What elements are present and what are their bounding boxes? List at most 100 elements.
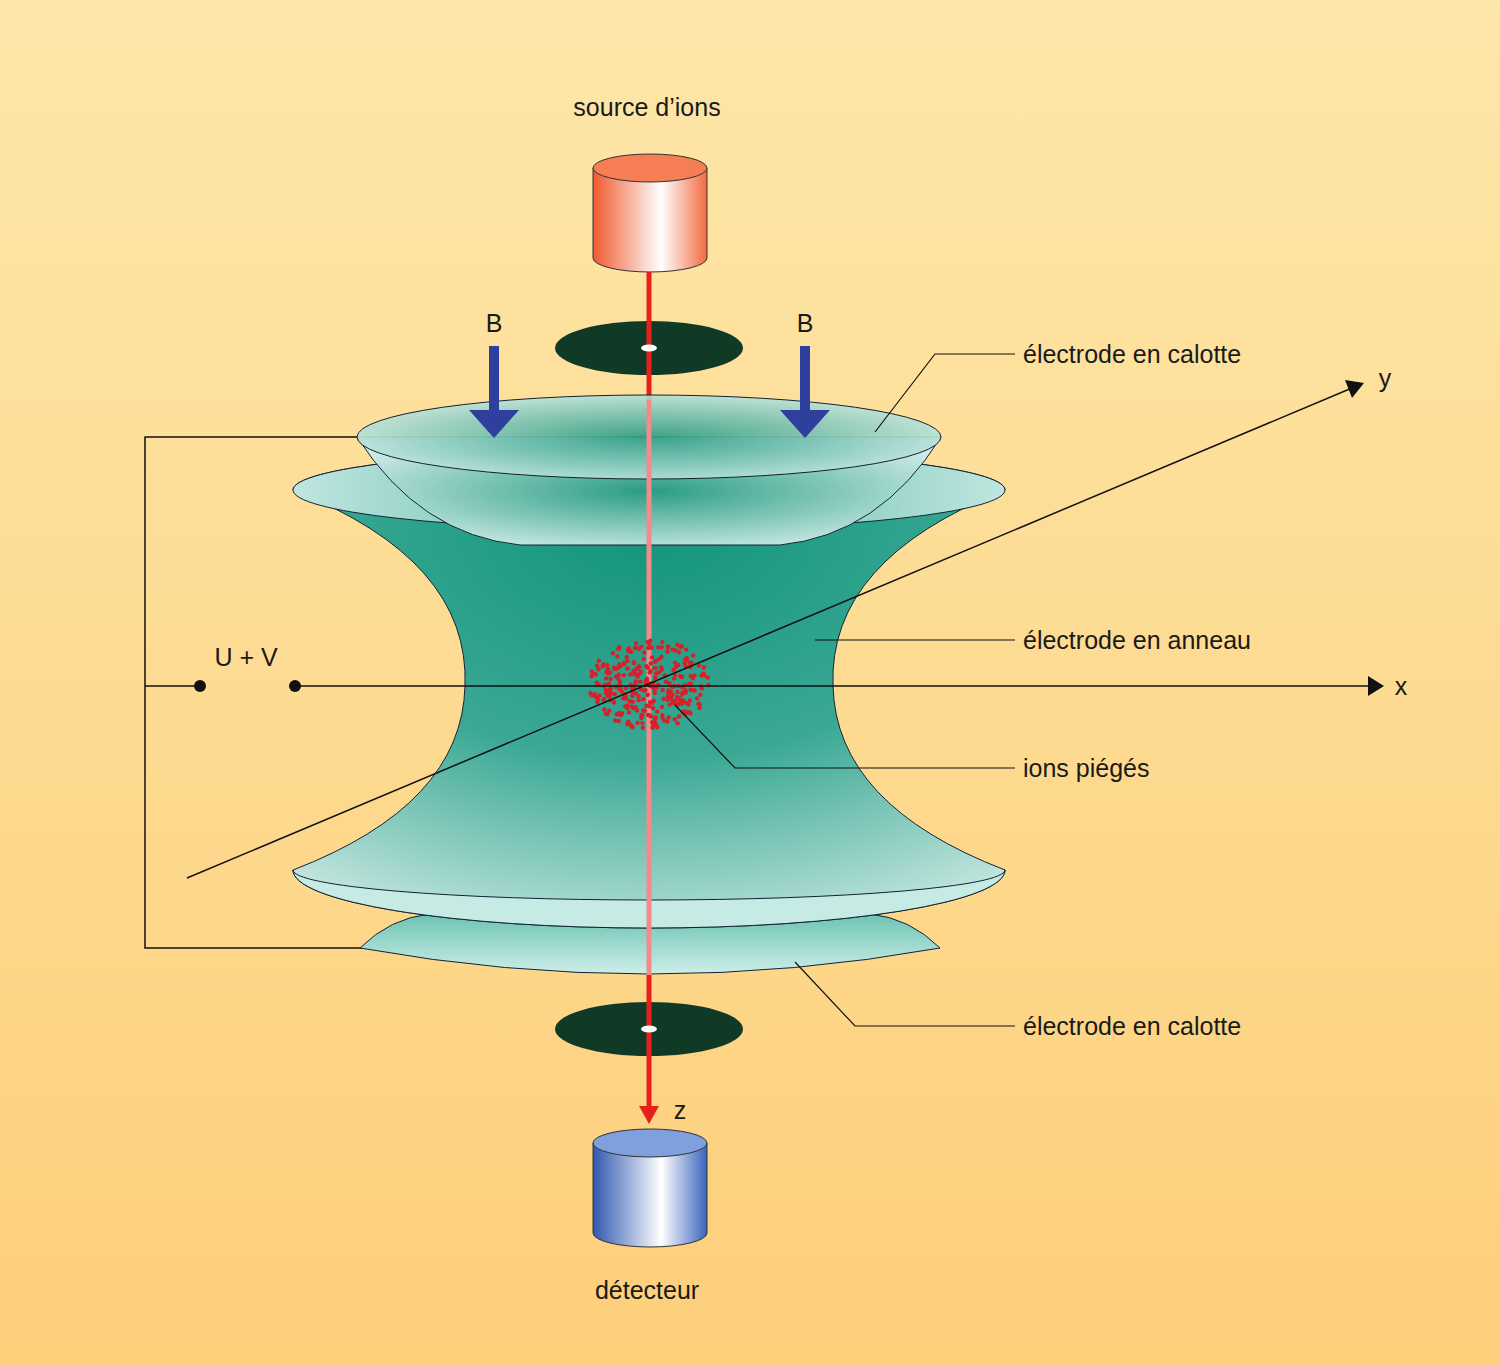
ion-dot (678, 645, 682, 649)
arrow-head (780, 410, 830, 438)
ion-dot (622, 661, 626, 665)
ion-dot (670, 694, 674, 698)
ion-dot (633, 646, 637, 650)
ion-dot (629, 704, 633, 708)
ion-dot (691, 653, 695, 657)
ion-dot (613, 692, 617, 696)
ion-dot (675, 690, 679, 694)
source-top (593, 154, 707, 182)
ion-dot (673, 660, 677, 664)
part-label: électrode en calotte (1023, 1012, 1241, 1041)
ion-dot (617, 673, 621, 677)
ion-dot (588, 691, 592, 695)
ion-dot (654, 666, 658, 670)
part-label: ions piégés (1023, 754, 1149, 783)
ion-dot (649, 661, 653, 665)
ion-dot (604, 676, 608, 680)
wire (145, 685, 200, 687)
ion-dot (655, 725, 659, 729)
ion-dot (653, 715, 657, 719)
part-label: électrode en anneau (1023, 626, 1251, 655)
ion-beam (647, 975, 652, 1108)
ion-dot (660, 716, 664, 720)
ion-dot (672, 676, 676, 680)
diaphragm-hole (641, 1026, 657, 1033)
ion-dot (666, 688, 670, 692)
detector (593, 1129, 707, 1247)
ion-dot (589, 674, 593, 678)
ion-dot (660, 640, 664, 644)
ion-dot (665, 649, 669, 653)
ion-dot (646, 693, 650, 697)
ion-dot (618, 679, 622, 683)
ion-dot (617, 687, 621, 691)
arrow-shaft (800, 346, 810, 412)
ion-dot (697, 706, 701, 710)
ion-dot (684, 647, 688, 651)
ion-dot (677, 714, 681, 718)
ion-dot (625, 655, 629, 659)
ion-dot (606, 671, 610, 675)
ion-dot (646, 640, 650, 644)
beam-arrowhead (639, 1106, 659, 1124)
ion-dot (630, 725, 634, 729)
ion-dot (683, 657, 687, 661)
ion-dot (653, 689, 657, 693)
ion-dot (625, 722, 629, 726)
ion-dot (686, 702, 690, 706)
ion-beam (647, 272, 652, 400)
ion-dot (595, 700, 599, 704)
detector-body (593, 1143, 707, 1247)
ion-dot (661, 697, 665, 701)
ion-dot (640, 713, 644, 717)
ion-dot (622, 673, 626, 677)
ion-dot (638, 680, 642, 684)
axis-label: y (1379, 364, 1392, 393)
diaphragm-hole (641, 345, 657, 352)
ion-dot (673, 648, 677, 652)
part-label: électrode en calotte (1023, 340, 1241, 369)
ion-dot (666, 644, 670, 648)
ion-dot (634, 679, 638, 683)
ion-dot (637, 698, 641, 702)
field-label: B (797, 309, 814, 338)
voltage-label: U + V (214, 643, 277, 672)
ion-dot (687, 710, 691, 714)
ion-dot (625, 666, 629, 670)
leader-line (675, 705, 1015, 768)
ion-dot (647, 704, 651, 708)
ion-dot (673, 717, 677, 721)
ion-dot (632, 661, 636, 665)
ion-source (593, 154, 707, 272)
ion-dot (601, 664, 605, 668)
ion-dot (631, 669, 635, 673)
ion-dot (595, 681, 599, 685)
ion-dot (639, 644, 643, 648)
ion-dot (623, 704, 627, 708)
ion-dot (652, 699, 656, 703)
ion-dot (678, 674, 682, 678)
ion-dot (688, 698, 692, 702)
ion-dot (666, 715, 670, 719)
y-axis (187, 388, 1352, 878)
ion-dot (609, 677, 613, 681)
ion-dot (617, 662, 621, 666)
leader-line (875, 354, 1015, 432)
ion-dot (688, 661, 692, 665)
ion-dot (629, 650, 633, 654)
ion-dot (593, 692, 597, 696)
ion-dot (621, 696, 625, 700)
ion-dot (698, 693, 702, 697)
field-label: B (486, 309, 503, 338)
ion-dot (665, 719, 669, 723)
detector-top (593, 1129, 707, 1157)
ion-dot (650, 726, 654, 730)
ion-dot (613, 718, 617, 722)
ion-dot (675, 721, 679, 725)
ion-dot (597, 659, 601, 663)
ion-dot (640, 721, 644, 725)
ion-dot (630, 694, 634, 698)
ion-dot (647, 713, 651, 717)
ion-dot (622, 696, 626, 700)
